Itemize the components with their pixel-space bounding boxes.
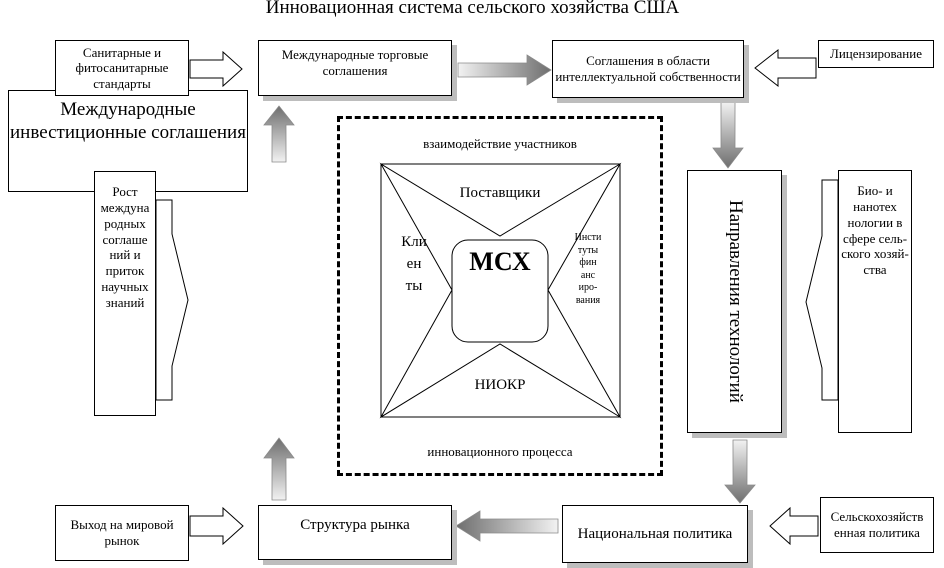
center-top-label: взаимодействие участников: [423, 136, 577, 151]
center-bottom-label: инновационного процесса: [427, 444, 573, 459]
arrow-worldmarket-to-market: [189, 506, 244, 546]
arrow-sanitary-to-trade: [189, 50, 243, 88]
box-bio-nano: Био- и нанотех нологии в сфере сель-ског…: [838, 170, 912, 433]
core-box: [451, 239, 549, 343]
label-clients: Кли ен ты: [401, 234, 427, 294]
box-national-policy: Национальная политика: [562, 505, 748, 563]
arrow-ip-to-tech: [712, 101, 744, 169]
box-market-structure: Структура рынка: [258, 505, 452, 560]
core-label-msx: МСХ: [469, 247, 531, 276]
arrow-up-to-market: [263, 437, 295, 501]
label-suppliers: Поставщики: [459, 185, 541, 201]
box-sanitary-standards: Санитарные и фитосанитарные стандарты: [55, 40, 189, 96]
arrow-agripolicy-to-national: [769, 506, 819, 546]
arrow-bionano-to-tech: [805, 179, 839, 401]
arrow-trade-to-ip: [457, 54, 552, 86]
box-trade-agreements: Международные торговые соглашения: [258, 40, 452, 96]
arrow-growth-to-center: [155, 199, 189, 401]
label-rnd: НИОКР: [474, 377, 526, 393]
box-licensing: Лицензирование: [818, 40, 934, 68]
arrow-policy-to-market: [455, 510, 559, 542]
center-dashed-frame: [337, 116, 663, 476]
box-ip-agreements: Соглашения в области интеллектуальной со…: [552, 40, 744, 98]
arrow-tech-to-policy: [724, 439, 756, 504]
box-agri-policy: Сельскохозяйств енная политика: [820, 497, 934, 553]
box-tech-directions: Направления технологий: [687, 170, 782, 433]
arrow-licensing-to-ip: [754, 48, 817, 88]
box-growth-knowledge: Рост междуна родных соглаше ний и приток…: [94, 171, 156, 416]
arrow-up-to-trade: [263, 105, 295, 163]
label-finance-institutes: Инсти туты фин анс иро-вания: [574, 232, 602, 306]
box-world-market: Выход на мировой рынок: [55, 505, 189, 561]
page-title: Инновационная система сельского хозяйств…: [265, 0, 680, 18]
